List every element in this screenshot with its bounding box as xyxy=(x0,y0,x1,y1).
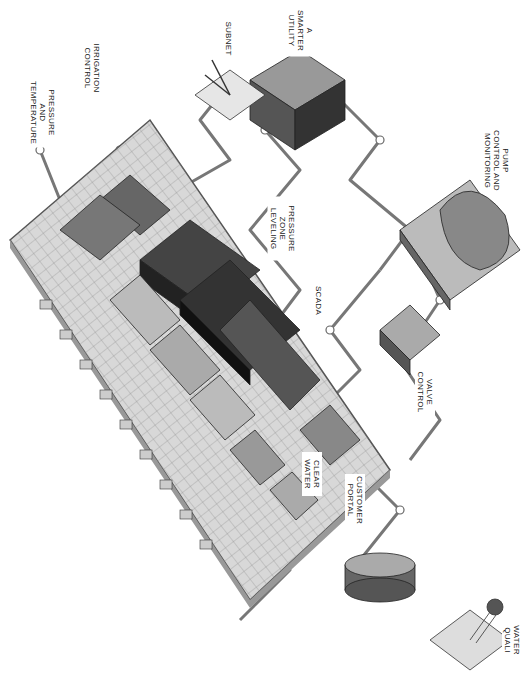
utility-building xyxy=(250,50,345,150)
houses xyxy=(40,300,212,549)
ground-edge xyxy=(10,240,390,608)
callout-label: PRESSURE AND TEMPERATURE xyxy=(28,77,57,147)
callout-label: WATER QUALI xyxy=(502,618,522,662)
callout-label: VALVE CONTROL xyxy=(415,367,435,417)
callout-label: SUBNET xyxy=(223,16,234,60)
water-tank xyxy=(345,553,415,602)
callout-label: IRRIGATION CONTROL xyxy=(82,40,102,96)
callout-label: A SMARTER UTILITY xyxy=(286,4,315,56)
callout-label: PUMP CONTROL AND MONITORING xyxy=(482,127,511,193)
callout-label: SCADA xyxy=(313,278,324,322)
subnet-tower xyxy=(195,60,265,120)
callout-label: CLEAR WATER xyxy=(302,452,322,496)
quality-tower xyxy=(430,599,510,670)
buildings xyxy=(60,175,360,520)
callout-label: CUSTOMER PORTAL xyxy=(345,474,365,526)
reservoir xyxy=(400,180,520,310)
callout-label: PRESSURE ZONE LEVELING xyxy=(268,196,297,260)
valve-house xyxy=(380,305,440,375)
